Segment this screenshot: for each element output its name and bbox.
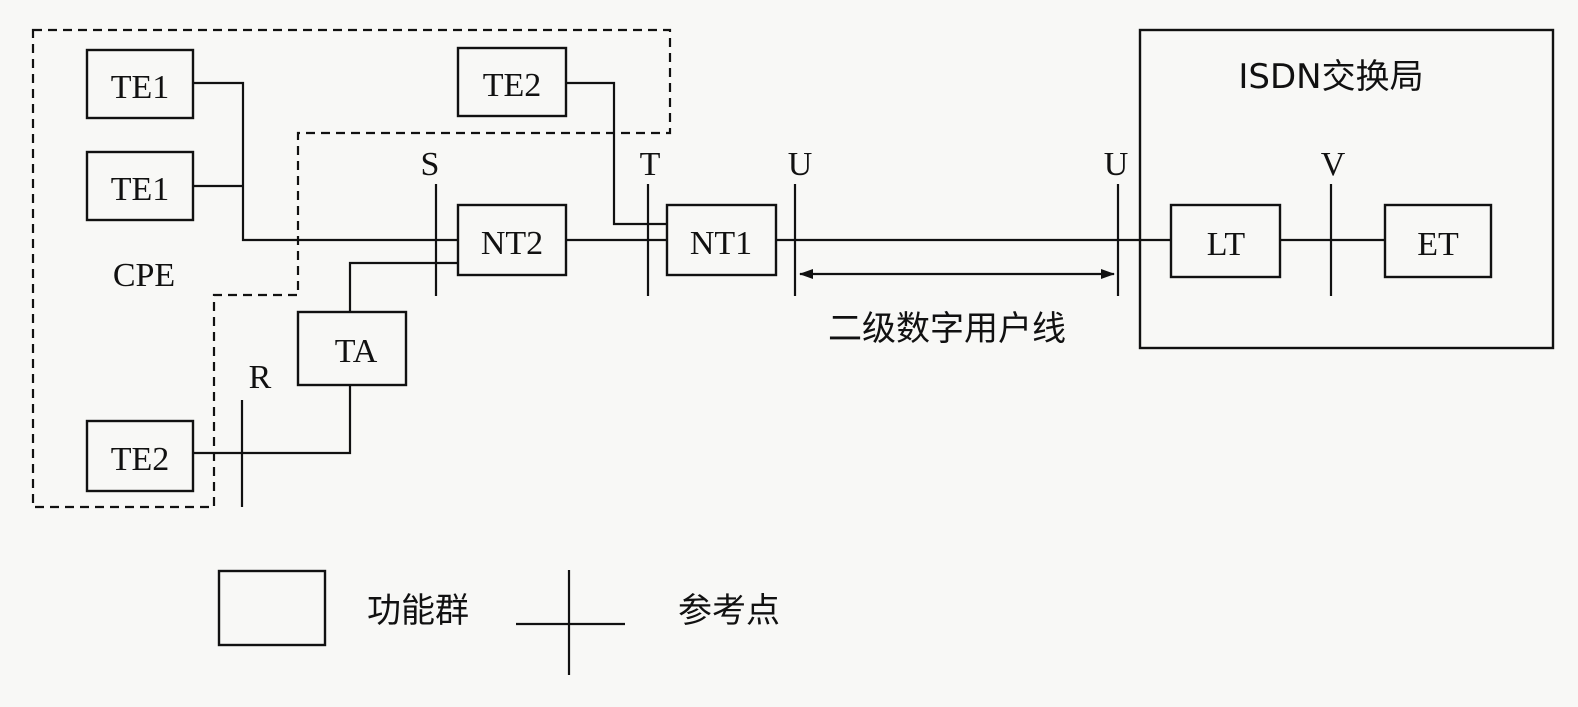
node-te2-bottom: TE2: [85, 419, 195, 493]
cpe-label: CPE: [113, 257, 175, 294]
exchange-boundary: [1138, 28, 1555, 350]
wire-ta-nt2: [348, 261, 458, 312]
node-lt-label: LT: [1207, 226, 1246, 263]
node-te1-top-label: TE1: [111, 69, 170, 106]
node-te1-mid-label: TE1: [111, 171, 170, 208]
node-te2-bottom-label: TE2: [111, 441, 170, 478]
ref-label-r: R: [249, 359, 272, 396]
ref-label-v: V: [1321, 146, 1346, 183]
node-nt1-label: NT1: [690, 225, 752, 262]
node-nt2-label: NT2: [481, 225, 543, 262]
node-te1-mid: TE1: [85, 150, 195, 222]
node-nt1: NT1: [665, 203, 778, 277]
node-nt2: NT2: [456, 203, 568, 277]
line-label: 二级数字用户线: [828, 309, 1066, 349]
ref-label-s: S: [421, 146, 440, 183]
legend-ref-label: 参考点: [678, 591, 780, 631]
exchange-label: ISDN交换局: [1238, 57, 1423, 97]
wire-te2-ta: [193, 385, 352, 455]
legend-group-label: 功能群: [367, 591, 469, 631]
node-te1-top: TE1: [85, 48, 195, 120]
legend-group-swatch: [217, 569, 327, 647]
node-et: ET: [1383, 203, 1493, 279]
ref-label-u-right: U: [1104, 146, 1129, 183]
node-te2-top-label: TE2: [483, 67, 542, 104]
node-ta: TA: [296, 310, 408, 387]
wire-te2-top: [566, 81, 667, 226]
ref-label-t: T: [640, 146, 661, 183]
wire-te1-top: [193, 81, 458, 242]
legend: 功能群 参考点: [217, 569, 780, 675]
node-ta-label: TA: [335, 333, 378, 370]
node-et-label: ET: [1417, 226, 1459, 263]
node-te2-top: TE2: [456, 46, 568, 118]
node-lt: LT: [1169, 203, 1282, 279]
ref-label-u-left: U: [788, 146, 813, 183]
